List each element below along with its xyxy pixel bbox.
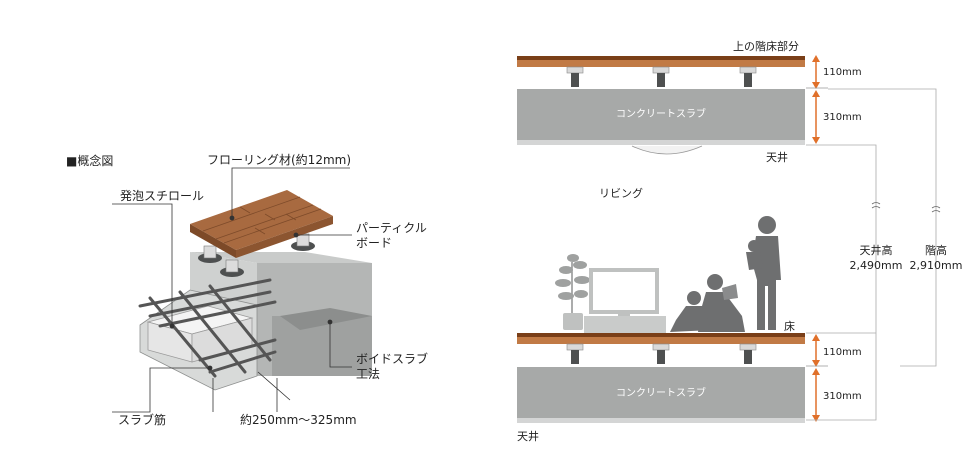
people-illustration xyxy=(670,216,781,332)
lower-slab-label: コンクリートスラブ xyxy=(616,386,706,399)
concept-heading: ■概念図 xyxy=(66,153,113,168)
dimension-arrows xyxy=(812,55,820,422)
dimension-separators xyxy=(806,87,828,367)
floor-height-value: 2,910mm xyxy=(910,259,963,272)
upper-slab-label: コンクリートスラブ xyxy=(616,107,706,120)
concept-diagram: ■概念図 xyxy=(66,152,428,427)
plant-illustration xyxy=(555,254,590,330)
dim-upper-floor: 110mm xyxy=(823,67,862,78)
tv-illustration xyxy=(584,268,666,333)
upper-floor-supports xyxy=(566,66,757,87)
ceiling-height-value: 2,490mm xyxy=(850,259,903,272)
floor-support-legs xyxy=(198,233,315,277)
lower-floor-supports xyxy=(566,343,757,364)
dim-lower-slab: 310mm xyxy=(823,391,862,402)
label-styrofoam: 発泡スチロール xyxy=(120,189,204,203)
ceiling-height-label: 天井高 xyxy=(860,243,893,257)
label-void-slab-1: ボイドスラブ xyxy=(356,351,428,366)
slab-rebar xyxy=(138,278,277,378)
leader-lines xyxy=(112,167,352,413)
dim-lower-floor: 110mm xyxy=(823,347,862,358)
ceiling-light xyxy=(631,145,703,155)
section-diagram: コンクリートスラブ コンクリートスラブ xyxy=(517,39,962,443)
lower-floor: コンクリートスラブ xyxy=(517,333,805,423)
label-ceiling-lower: 天井 xyxy=(517,429,539,443)
upper-floor: コンクリートスラブ xyxy=(517,56,805,155)
label-floor: 床 xyxy=(784,319,795,333)
slab-cut-shadow xyxy=(272,316,372,376)
living-room-scene xyxy=(555,216,781,333)
label-flooring: フローリング材(約12mm) xyxy=(207,152,351,167)
label-particle-board-2: ボード xyxy=(356,236,392,250)
label-void-slab-2: 工法 xyxy=(356,367,380,381)
flooring-top xyxy=(190,190,333,250)
upper-concrete-slab xyxy=(517,89,805,140)
lower-concrete-slab xyxy=(517,367,805,418)
flooring-grain xyxy=(202,196,322,244)
dim-upper-slab: 310mm xyxy=(823,112,862,123)
label-thickness: 約250mm〜325mm xyxy=(240,412,357,427)
height-brackets xyxy=(806,88,941,421)
label-particle-board-1: パーティクル xyxy=(356,221,427,235)
slab-cut-inner xyxy=(280,308,372,330)
flooring-front xyxy=(190,224,236,258)
floor-height-label: 階高 xyxy=(925,243,947,257)
label-slab-rebar: スラブ筋 xyxy=(118,412,166,427)
label-upper-floor: 上の階床部分 xyxy=(733,39,799,53)
label-living: リビング xyxy=(599,186,643,200)
label-ceiling-upper: 天井 xyxy=(766,150,788,164)
flooring-side xyxy=(236,216,333,258)
